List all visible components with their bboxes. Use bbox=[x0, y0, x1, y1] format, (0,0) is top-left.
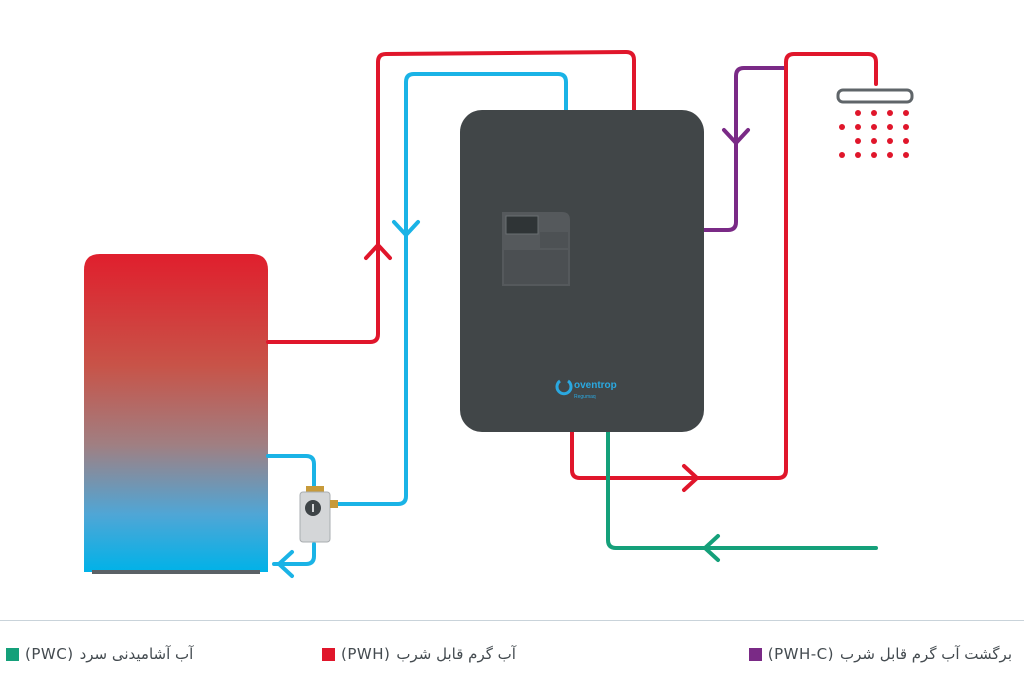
tank-cold-loop-pipe bbox=[266, 454, 316, 566]
water-drop bbox=[855, 124, 861, 130]
controller-unit bbox=[502, 212, 570, 286]
water-drop bbox=[871, 124, 877, 130]
water-drop bbox=[887, 138, 893, 144]
shower-icon bbox=[836, 88, 914, 158]
cold-inlet-pipe bbox=[606, 430, 878, 550]
legend-item-pwh-c: (PWH-C) برگشت آب گرم قابل شرب bbox=[748, 642, 1012, 666]
hot-outlet-arrow bbox=[682, 464, 699, 492]
water-drop bbox=[855, 152, 861, 158]
legend-swatch-pwh bbox=[322, 647, 335, 661]
hot-outlet-pipe bbox=[570, 52, 878, 480]
water-drop bbox=[887, 110, 893, 116]
legend-label: برگشت آب گرم قابل شرب bbox=[839, 645, 1012, 663]
hot-supply-pipe bbox=[266, 49, 636, 344]
water-drop bbox=[903, 124, 909, 130]
legend-code: (PWC) bbox=[25, 645, 74, 663]
legend-label: آب گرم قابل شرب bbox=[396, 645, 516, 663]
tank-inlet-arrow bbox=[277, 550, 294, 578]
legend-item-pwc: (PWC) آب آشامیدنی سرد bbox=[6, 642, 193, 666]
legend-item-pwh: (PWH) آب گرم قابل شرب bbox=[322, 642, 516, 666]
logo-subtext: Regumaq bbox=[574, 394, 596, 400]
water-drop bbox=[903, 152, 909, 158]
cold-down-arrow bbox=[392, 220, 420, 237]
fresh-water-station: oventrop Regumaq bbox=[460, 110, 704, 432]
logo-text: oventrop bbox=[574, 380, 617, 391]
storage-tank bbox=[84, 254, 268, 574]
water-drop bbox=[887, 124, 893, 130]
water-drop bbox=[903, 138, 909, 144]
cold-pipe bbox=[328, 72, 568, 506]
water-drop bbox=[871, 110, 877, 116]
legend-swatch-pwc bbox=[6, 647, 19, 661]
legend-code: (PWH-C) bbox=[767, 645, 834, 663]
water-drop bbox=[871, 138, 877, 144]
water-drop bbox=[871, 152, 877, 158]
legend-code: (PWH) bbox=[341, 645, 391, 663]
water-drop bbox=[855, 110, 861, 116]
circulation-arrow bbox=[722, 128, 750, 145]
hot-supply-arrow bbox=[364, 243, 392, 260]
circulation-return-pipe bbox=[700, 66, 788, 232]
water-drop bbox=[903, 110, 909, 116]
water-drop bbox=[855, 138, 861, 144]
water-drop bbox=[839, 152, 845, 158]
plumbing-diagram: oventrop Regumaq bbox=[84, 49, 914, 578]
mixing-valve bbox=[299, 486, 338, 543]
legend-divider bbox=[0, 620, 1024, 621]
water-drop bbox=[887, 152, 893, 158]
legend-label: آب آشامیدنی سرد bbox=[79, 645, 194, 663]
water-drop bbox=[839, 124, 845, 130]
legend-swatch-pwh-c bbox=[748, 647, 762, 661]
cold-inlet-arrow bbox=[703, 534, 720, 562]
oventrop-logo: oventrop Regumaq bbox=[555, 379, 617, 400]
